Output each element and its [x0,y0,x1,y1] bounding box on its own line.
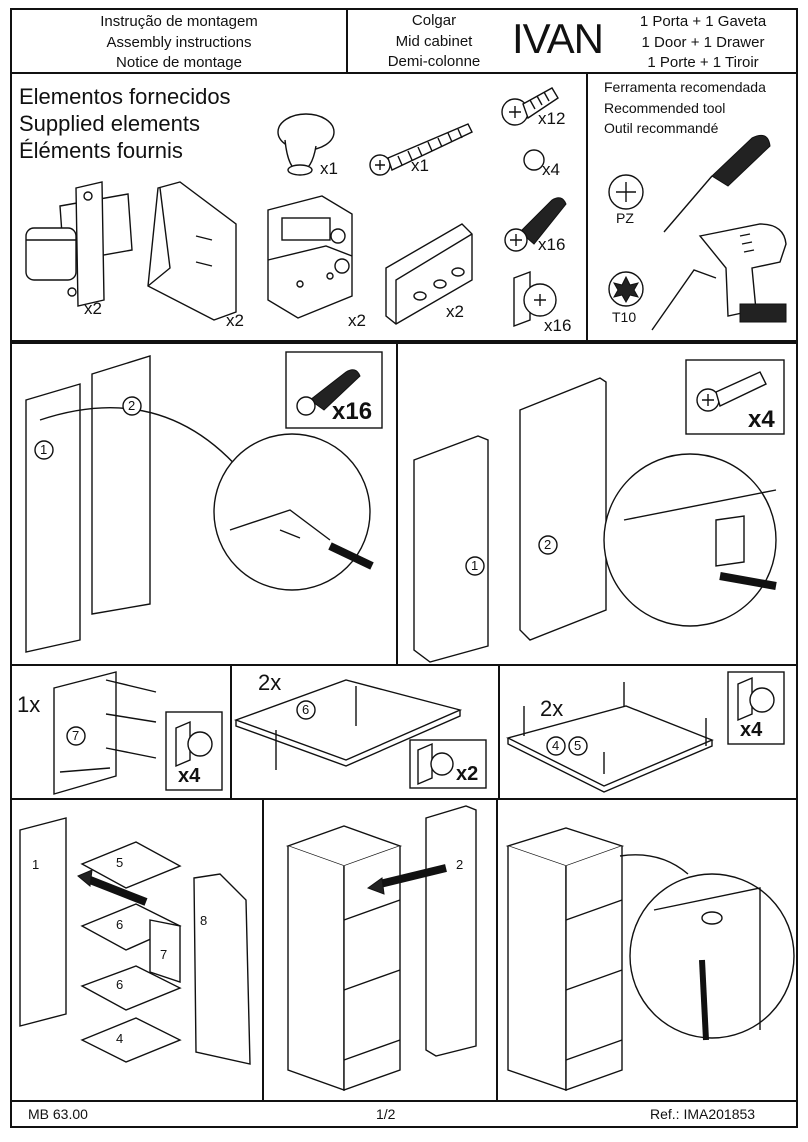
step4-badge: x2 [456,763,479,785]
cam-lock-icon [409,739,487,789]
step1-part-2-label: 2 [128,398,136,413]
step4-qty: 2x [258,670,282,695]
step6-part-8: 8 [200,913,208,928]
step2-part-2-label: 2 [544,537,552,552]
tools-title-1: Ferramenta recomendada [604,79,766,95]
phillips-bit-icon [608,174,644,210]
washer-icon [523,149,545,171]
step6-part-4: 4 [116,1031,124,1046]
drawer-front-bracket-count: x2 [226,311,244,330]
step7-part-2: 2 [456,857,464,872]
phillips-screw-icon [501,87,559,126]
step3-part-label: 7 [72,728,80,743]
tools-title-2: Recommended tool [604,100,726,116]
knob-icon [277,113,335,176]
long-screw-icon [369,123,473,176]
step2-badge: x4 [748,406,775,433]
header-right-cell [346,8,798,74]
footer-bar [10,1100,798,1128]
header-right-line-3: 1 Porte + 1 Tiroir [647,54,759,71]
cam-lock-icon [165,711,223,791]
header-mid-line-3: Demi-colonne [387,53,481,70]
phillips-screw-icon [685,359,785,435]
pz-label: PZ [616,210,634,226]
step6-part-7: 7 [160,947,168,962]
step2-part-2 [538,535,558,555]
washer-count: x4 [542,160,560,179]
step6-part-6b: 6 [116,977,124,992]
step2-part-1-label: 1 [471,558,479,573]
step5-part-4-label: 4 [552,738,560,753]
footer-page: 1/2 [376,1106,396,1122]
allen-key-icon [651,269,717,331]
step6-part-6a: 6 [116,917,124,932]
step1-part-1 [34,440,54,460]
dowel-icon [504,197,567,252]
long-screw-count: x1 [411,156,429,175]
screwdriver-icon [663,134,771,233]
supplied-title-3: Éléments fournis [19,138,183,163]
step4-part-label: 6 [302,702,310,717]
header-mid-line-2: Mid cabinet [395,33,473,50]
step6-part-5: 5 [116,855,124,870]
cam-lock-icon [727,671,785,745]
hinge-plate-count: x2 [348,311,366,330]
header-right-line-2: 1 Door + 1 Drawer [641,34,765,51]
torx-icon [608,271,644,307]
supplied-title-2: Supplied elements [19,111,201,136]
header-mid-line-1: Colgar [411,12,457,29]
step2-part-1 [465,556,485,576]
hinge-count: x2 [84,299,102,318]
step1-badge: x16 [332,398,373,425]
drawer-front-bracket-icon [147,181,237,321]
header-left-cell [10,8,348,74]
tools-title-3: Outil recommandé [604,120,719,136]
header-left-line-1: Instrução de montagem [100,13,258,30]
cam-lock-count: x16 [544,316,572,335]
step6-part-1: 1 [32,857,40,872]
rail-bracket-count: x2 [446,302,464,321]
supplied-title-1: Elementos fornecidos [19,84,231,109]
footer-ref: Ref.: IMA201853 [650,1106,756,1122]
model-name: IVAN [512,15,604,62]
hinge-icon [25,181,133,307]
rail-bracket-icon [385,223,473,325]
step5-badge: x4 [740,719,763,741]
drill-icon [698,223,787,323]
t10-label: T10 [612,309,637,325]
step1-part-1-label: 1 [40,442,48,457]
knob-count: x1 [320,159,338,178]
hinge-plate-icon [267,195,353,319]
footer-code: MB 63.00 [28,1106,88,1122]
step1-part-2 [122,396,142,416]
step3-qty: 1x [17,692,41,717]
step5-part-5-label: 5 [574,738,582,753]
header-left-line-2: Assembly instructions [106,34,252,51]
header-right-line-1: 1 Porta + 1 Gaveta [639,13,767,30]
dowel-count: x16 [538,235,566,254]
step3-badge: x4 [178,765,201,787]
step5-qty: 2x [540,696,564,721]
cam-lock-icon [513,270,557,328]
header-left-line-3: Notice de montage [116,54,242,71]
short-screw-count: x12 [538,109,566,128]
dowel-icon [285,351,383,429]
